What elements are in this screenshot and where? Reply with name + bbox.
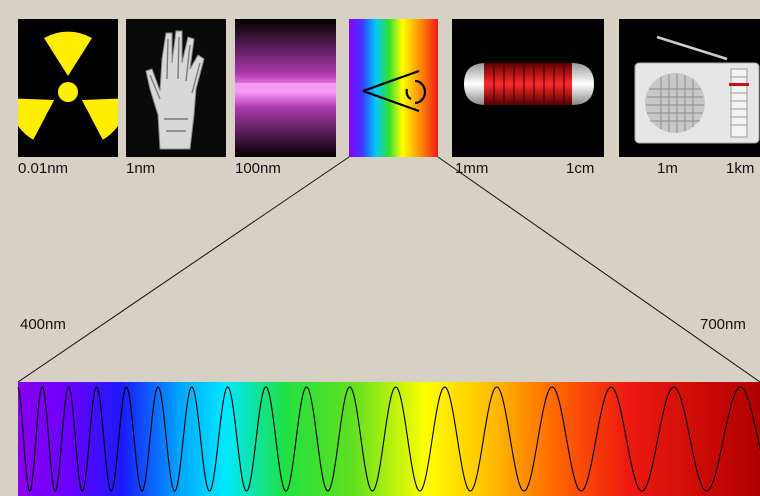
eye-icon xyxy=(349,19,438,157)
ultraviolet-icon xyxy=(235,19,336,157)
spectrum-band xyxy=(18,382,760,496)
scale-label-1m: 1m xyxy=(657,160,678,177)
visible-light-tile xyxy=(349,19,438,157)
xray-tile xyxy=(126,19,226,157)
scale-label-1nm: 1nm xyxy=(126,160,156,177)
microwave-tile xyxy=(452,19,604,157)
scale-label-0-01nm: 0.01nm xyxy=(18,160,69,177)
wave-line xyxy=(17,386,760,492)
radio-icon xyxy=(634,35,760,144)
xray-hand-icon xyxy=(126,19,226,157)
scale-label-100nm: 100nm xyxy=(235,160,281,177)
radio-tile xyxy=(619,19,760,157)
zoom-label-400nm: 400nm xyxy=(20,316,66,333)
gamma-ray-tile xyxy=(18,19,118,157)
zoom-line-right xyxy=(437,156,760,383)
scale-label-1cm: 1cm xyxy=(566,160,595,177)
ultraviolet-tile xyxy=(235,19,336,157)
scale-label-1mm: 1mm xyxy=(455,160,489,177)
microwave-tube-icon xyxy=(464,63,594,105)
radiation-icon xyxy=(18,31,118,140)
scale-label-1km: 1km xyxy=(726,160,755,177)
zoom-line-left xyxy=(17,156,350,383)
zoom-label-700nm: 700nm xyxy=(700,316,746,333)
